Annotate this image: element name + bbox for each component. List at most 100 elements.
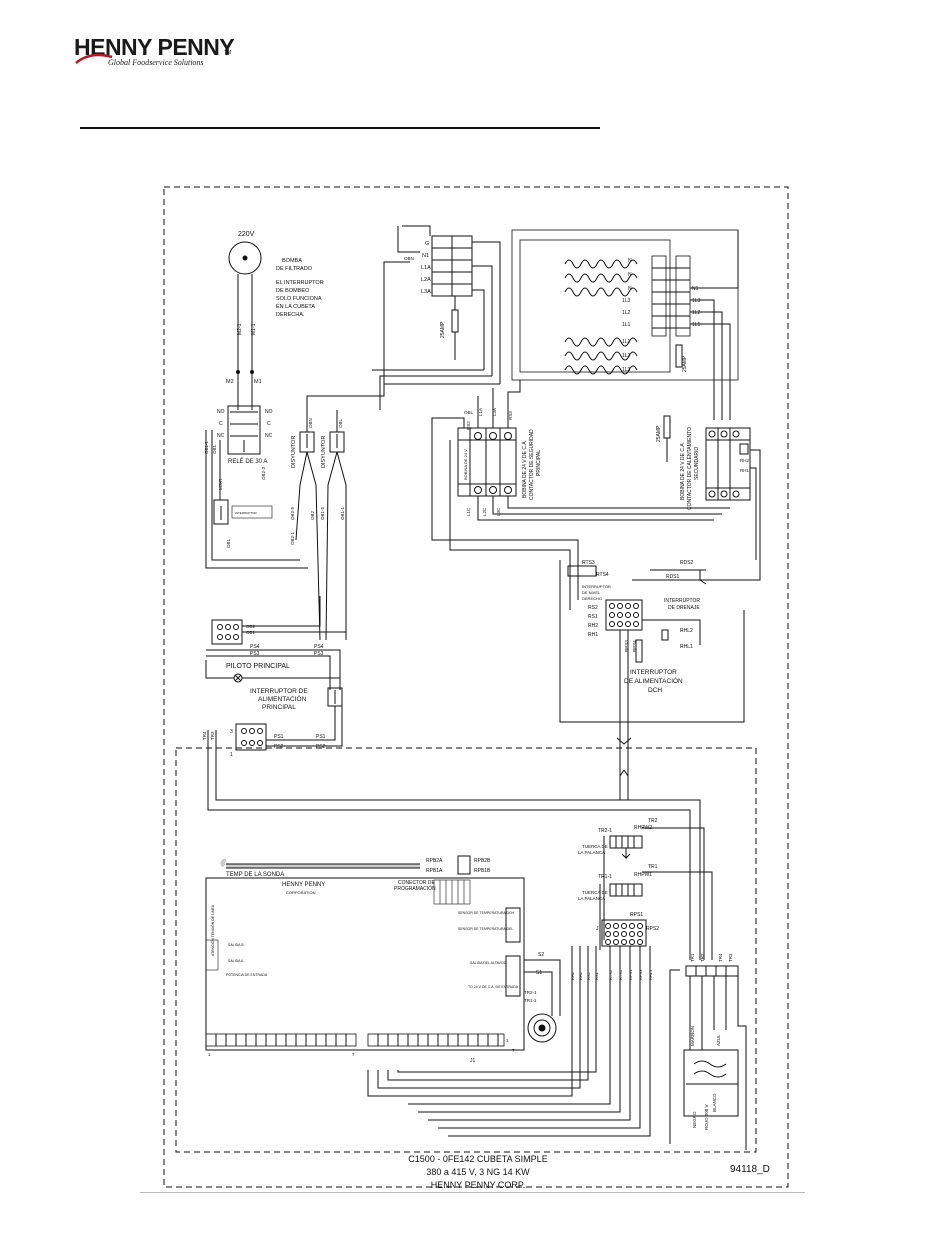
svg-text:CONTACTOR DE SEGURIDAD: CONTACTOR DE SEGURIDAD [529, 429, 535, 500]
svg-text:7: 7 [512, 1048, 515, 1053]
svg-text:RDS2: RDS2 [680, 560, 694, 566]
svg-text:RTS2: RTS2 [608, 969, 613, 980]
svg-text:BLANCO: BLANCO [712, 1093, 717, 1112]
svg-text:RPS3: RPS3 [624, 640, 629, 652]
svg-text:OB2-5: OB2-5 [290, 506, 295, 520]
svg-text:C: C [219, 421, 223, 427]
svg-text:TR2-1: TR2-1 [524, 990, 537, 995]
svg-text:1L2: 1L2 [622, 353, 631, 359]
footer-rule [140, 1192, 805, 1193]
lever-nuts: TR2 RHPW2 TR2-1 TUERCA DE LA PALANCA TR1… [578, 818, 713, 960]
svg-text:NEGRO: NEGRO [692, 1111, 697, 1128]
svg-text:RTS4: RTS4 [596, 572, 609, 578]
board-corp: CORPORATION [286, 890, 316, 895]
pilot-light-label: PILOTO PRINCIPAL [226, 663, 290, 670]
main-switch-label-1: INTERRUPTOR DE [250, 688, 308, 695]
svg-text:RDS1: RDS1 [666, 574, 680, 580]
svg-text:PS1: PS1 [316, 734, 326, 740]
svg-text:ROJO 208 V: ROJO 208 V [704, 1104, 709, 1130]
svg-text:TR3: TR3 [210, 731, 215, 740]
level-drain-switches: RTS3 RTS4 INTERRUPTOR DE NIVEL DERECHO R… [559, 560, 745, 800]
svg-text:CONECTOR DE: CONECTOR DE [398, 880, 436, 886]
svg-text:RH1: RH1 [588, 632, 598, 638]
svg-text:1L3: 1L3 [622, 298, 631, 304]
brand-trademark: TM [224, 50, 232, 56]
svg-text:PS3: PS3 [314, 651, 324, 657]
svg-text:TR1-1: TR1-1 [598, 874, 612, 880]
svg-text:L2C: L2C [482, 507, 487, 516]
sensor-harness: J RPS1 RPS2 RH1 RH2 RS2 RS1 RTS2 RTS1 RP… [367, 912, 659, 1137]
relay-30a: NO C NC NO C NC RELÉ DE 30 A OB1-1 OB1 O… [204, 405, 308, 569]
svg-text:TR1: TR1 [648, 864, 658, 870]
svg-text:J1: J1 [470, 1058, 476, 1064]
svg-text:AZUL: AZUL [716, 1034, 721, 1046]
svg-text:SALIDA B: SALIDA B [228, 943, 244, 947]
svg-text:RHL1: RHL1 [680, 644, 693, 650]
pump-motor-icon [228, 241, 262, 275]
svg-text:TUERCA DE: TUERCA DE [582, 890, 608, 895]
svg-text:RPB2A: RPB2A [426, 858, 443, 864]
svg-text:L3A: L3A [421, 289, 431, 295]
svg-text:RH2: RH2 [578, 971, 583, 980]
wire-m2: M2 [226, 379, 234, 385]
svg-text:RHL1: RHL1 [648, 969, 653, 980]
svg-text:TR2: TR2 [648, 818, 658, 824]
svg-text:7: 7 [352, 1052, 355, 1057]
svg-text:RHPW1: RHPW1 [634, 872, 652, 878]
svg-text:N1: N1 [692, 286, 699, 292]
svg-text:1L3: 1L3 [692, 298, 701, 304]
svg-text:25AMP: 25AMP [682, 355, 688, 372]
svg-text:PROGRAMACIÓN: PROGRAMACIÓN [394, 885, 436, 892]
pump-label-2: DE FILTRADO [276, 266, 313, 272]
brand-logo: HENNY PENNY TM Global Foodservice Soluti… [74, 36, 254, 76]
svg-text:RTS3: RTS3 [582, 560, 595, 566]
svg-text:POTENCIA DE ENTRADA: POTENCIA DE ENTRADA [226, 973, 268, 977]
svg-text:TR1: TR1 [690, 953, 695, 962]
svg-text:C: C [267, 421, 271, 427]
svg-text:NC: NC [265, 433, 273, 439]
svg-text:PS4: PS4 [250, 644, 260, 650]
svg-text:OB1: OB1 [226, 538, 231, 548]
svg-text:RH2: RH2 [740, 458, 749, 463]
main-switch-area: OB2 OB1 PS4 PS3 PS4 PS3 PILOTO PRINCIPAL… [202, 596, 701, 960]
breaker-2-label: DISYUNTOR [321, 436, 327, 468]
swoosh-icon [75, 53, 113, 64]
svg-text:L1C: L1C [466, 507, 471, 516]
svg-text:SALIDA DEL ALTAVOZ: SALIDA DEL ALTAVOZ [470, 961, 507, 965]
svg-text:TO 24 V DE C.A. DE ENTRADA: TO 24 V DE C.A. DE ENTRADA [468, 985, 519, 989]
dch-switch-label-2: DE ALIMENTACIÓN [624, 676, 683, 685]
svg-text:RS1: RS1 [594, 971, 599, 980]
wire-m1-1: M1-1 [251, 323, 257, 335]
svg-text:N: N [628, 272, 632, 278]
probe-label: TEMP DE LA SONDA [226, 872, 284, 878]
svg-text:SECUNDARIO: SECUNDARIO [694, 447, 700, 480]
svg-text:TR2: TR2 [700, 953, 705, 962]
breaker-1-label: DISYUNTOR [291, 436, 297, 468]
svg-text:SENSOR DE TEMPERATURA DEL: SENSOR DE TEMPERATURA DEL [458, 927, 513, 931]
pilot-light-icon [233, 673, 243, 683]
svg-text:OBN: OBN [404, 256, 414, 261]
svg-text:RHL2: RHL2 [680, 628, 693, 634]
svg-text:BOBINA DE 24 V: BOBINA DE 24 V [463, 449, 468, 480]
transformer: TR1 TR2 TR4 TR3 NEGRO ROJO 208 V BLANCO … [669, 953, 747, 1150]
svg-text:SALIDA A: SALIDA A [228, 959, 244, 963]
brand-name: HENNY PENNY [74, 34, 235, 60]
outer-frame [163, 186, 789, 1188]
svg-text:PS2: PS2 [316, 744, 326, 750]
heating-contactor-label: BOBINA DE 24 V DE C.A. [680, 442, 686, 500]
svg-text:PS1: PS1 [274, 734, 284, 740]
svg-text:NO: NO [217, 409, 225, 415]
pump-note-1: EL INTERRUPTOR [276, 280, 324, 286]
brand-tagline: Global Foodservice Solutions [108, 58, 204, 67]
svg-text:LA PALANCA: LA PALANCA [578, 896, 605, 901]
svg-text:RPS3: RPS3 [638, 969, 643, 980]
svg-text:1: 1 [230, 752, 233, 758]
svg-text:RS2: RS2 [588, 605, 598, 611]
svg-text:L3C: L3C [496, 507, 501, 516]
header-rule [80, 127, 600, 129]
svg-text:CONTACTOR DE CALENTAMIENTO: CONTACTOR DE CALENTAMIENTO [687, 427, 693, 510]
wire-m1: M1 [254, 379, 262, 385]
circuit-breakers: DISYUNTOR DISYUNTOR OBN OBL OB2-5 OB2-1 … [290, 261, 410, 641]
heating-elements: N N N N1 1L3 1L2 1L1 1L3 1L2 1L1 1L1 1L2… [511, 229, 739, 420]
